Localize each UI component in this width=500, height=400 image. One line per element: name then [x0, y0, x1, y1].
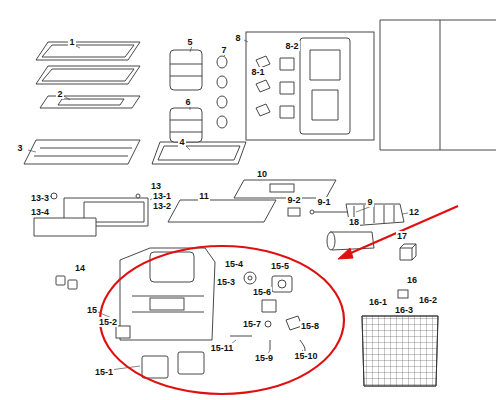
callout-number: 13-4 — [30, 207, 50, 217]
callout-number: 12 — [408, 207, 420, 217]
callout-number: 15-4 — [224, 259, 244, 269]
callout-number: 10 — [256, 169, 268, 179]
callout-number: 3 — [16, 143, 23, 153]
callout-number: 15-1 — [94, 367, 114, 377]
highlight-ellipse — [100, 246, 344, 394]
callout-number: 8-1 — [250, 67, 265, 77]
callout-number: 16-1 — [368, 297, 388, 307]
callout-number: 8 — [234, 33, 241, 43]
callout-number: 7 — [220, 45, 227, 55]
callout-number: 13 — [150, 181, 162, 191]
callout-number: 15-9 — [254, 353, 274, 363]
callout-number: 13-2 — [152, 201, 172, 211]
callout-number: 15-5 — [270, 261, 290, 271]
callout-number: 11 — [198, 191, 210, 201]
callout-number: 15-8 — [300, 321, 320, 331]
callout-number: 16-3 — [394, 305, 414, 315]
callout-number: 9-1 — [316, 197, 331, 207]
highlight-arrow — [344, 206, 458, 256]
callout-number: 15-3 — [216, 277, 236, 287]
callout-number: 15-6 — [252, 287, 272, 297]
callout-number: 9-2 — [286, 195, 301, 205]
callout-number: 2 — [56, 89, 63, 99]
callout-number: 13-3 — [30, 193, 50, 203]
callout-number: 1 — [68, 37, 75, 47]
callout-number: 17 — [396, 231, 408, 241]
callout-number: 13-1 — [152, 191, 172, 201]
callout-number: 16-2 — [418, 295, 438, 305]
callout-number: 4 — [178, 137, 185, 147]
callout-number: 15 — [86, 305, 98, 315]
callout-number: 5 — [186, 37, 193, 47]
callout-number: 14 — [74, 263, 86, 273]
callout-number: 15-10 — [293, 351, 318, 361]
callout-number: 15-2 — [98, 317, 118, 327]
callout-number: 16 — [406, 275, 418, 285]
callout-number: 18 — [348, 217, 360, 227]
arrowhead — [338, 248, 353, 259]
callout-number: 15-7 — [242, 319, 262, 329]
callout-number: 9 — [366, 197, 373, 207]
callout-number: 6 — [184, 97, 191, 107]
callout-number: 15-11 — [210, 343, 235, 353]
callout-number: 8-2 — [284, 41, 299, 51]
